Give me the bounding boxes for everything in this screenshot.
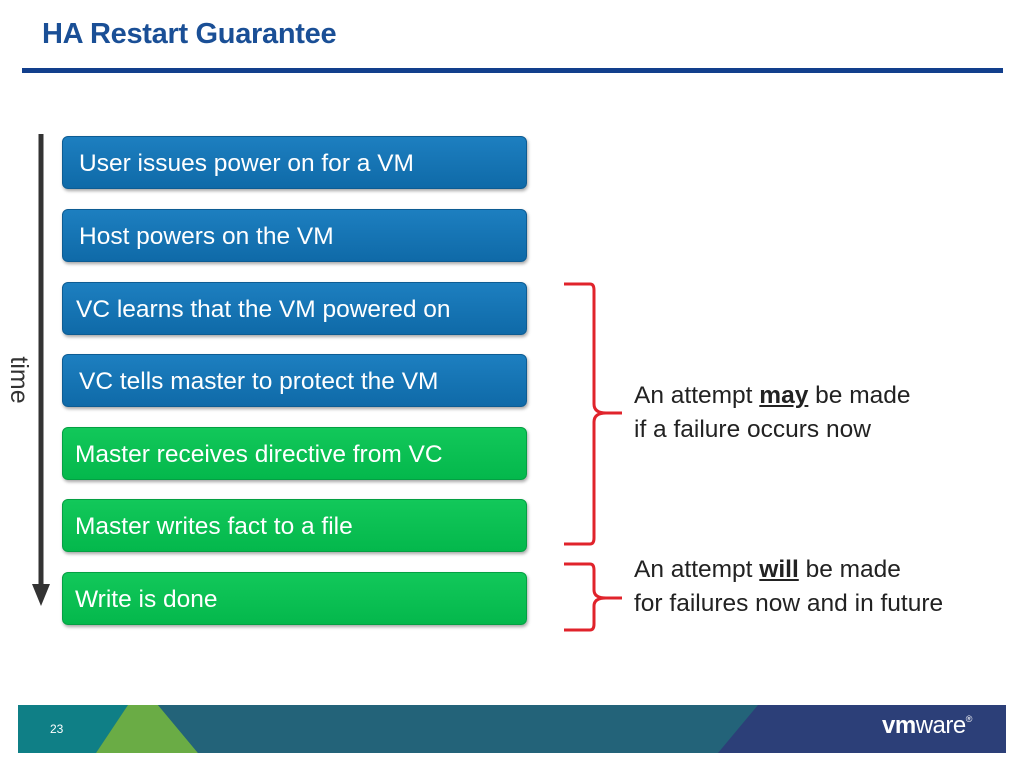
vmware-logo: vmware®: [882, 712, 972, 740]
note-will-line2: for failures now and in future: [634, 590, 944, 617]
step-host-powers-on: Host powers on the VM: [62, 209, 527, 262]
title-divider: [22, 68, 1003, 73]
brace-will-icon: [564, 562, 622, 632]
logo-vm: vm: [882, 712, 916, 739]
time-arrow-icon: [32, 134, 50, 606]
note-may: An attempt may be made if a failure occu…: [634, 379, 911, 447]
page-number: 23: [50, 722, 64, 736]
time-label: time: [5, 356, 34, 404]
note-may-line2: if a failure occurs now: [634, 416, 871, 443]
slide-title: HA Restart Guarantee: [42, 18, 337, 50]
note-will-prefix: An attempt: [634, 556, 760, 583]
step-user-power-on: User issues power on for a VM: [62, 136, 527, 189]
note-may-emphasis: may: [759, 382, 809, 409]
note-will-emphasis: will: [759, 556, 799, 583]
step-master-writes: Master writes fact to a file: [62, 499, 527, 552]
note-may-suffix: be made: [808, 382, 911, 409]
step-master-receives: Master receives directive from VC: [62, 427, 527, 480]
step-vc-tells-master: VC tells master to protect the VM: [62, 354, 527, 407]
footer-band: [18, 705, 1006, 753]
brace-may-icon: [564, 282, 622, 546]
logo-mark: ®: [965, 714, 973, 724]
note-will-suffix: be made: [798, 556, 901, 583]
step-vc-learns: VC learns that the VM powered on: [62, 282, 527, 335]
note-may-prefix: An attempt: [634, 382, 760, 409]
step-write-done: Write is done: [62, 572, 527, 625]
note-will: An attempt will be made for failures now…: [634, 553, 943, 621]
logo-ware: ware: [915, 712, 967, 739]
